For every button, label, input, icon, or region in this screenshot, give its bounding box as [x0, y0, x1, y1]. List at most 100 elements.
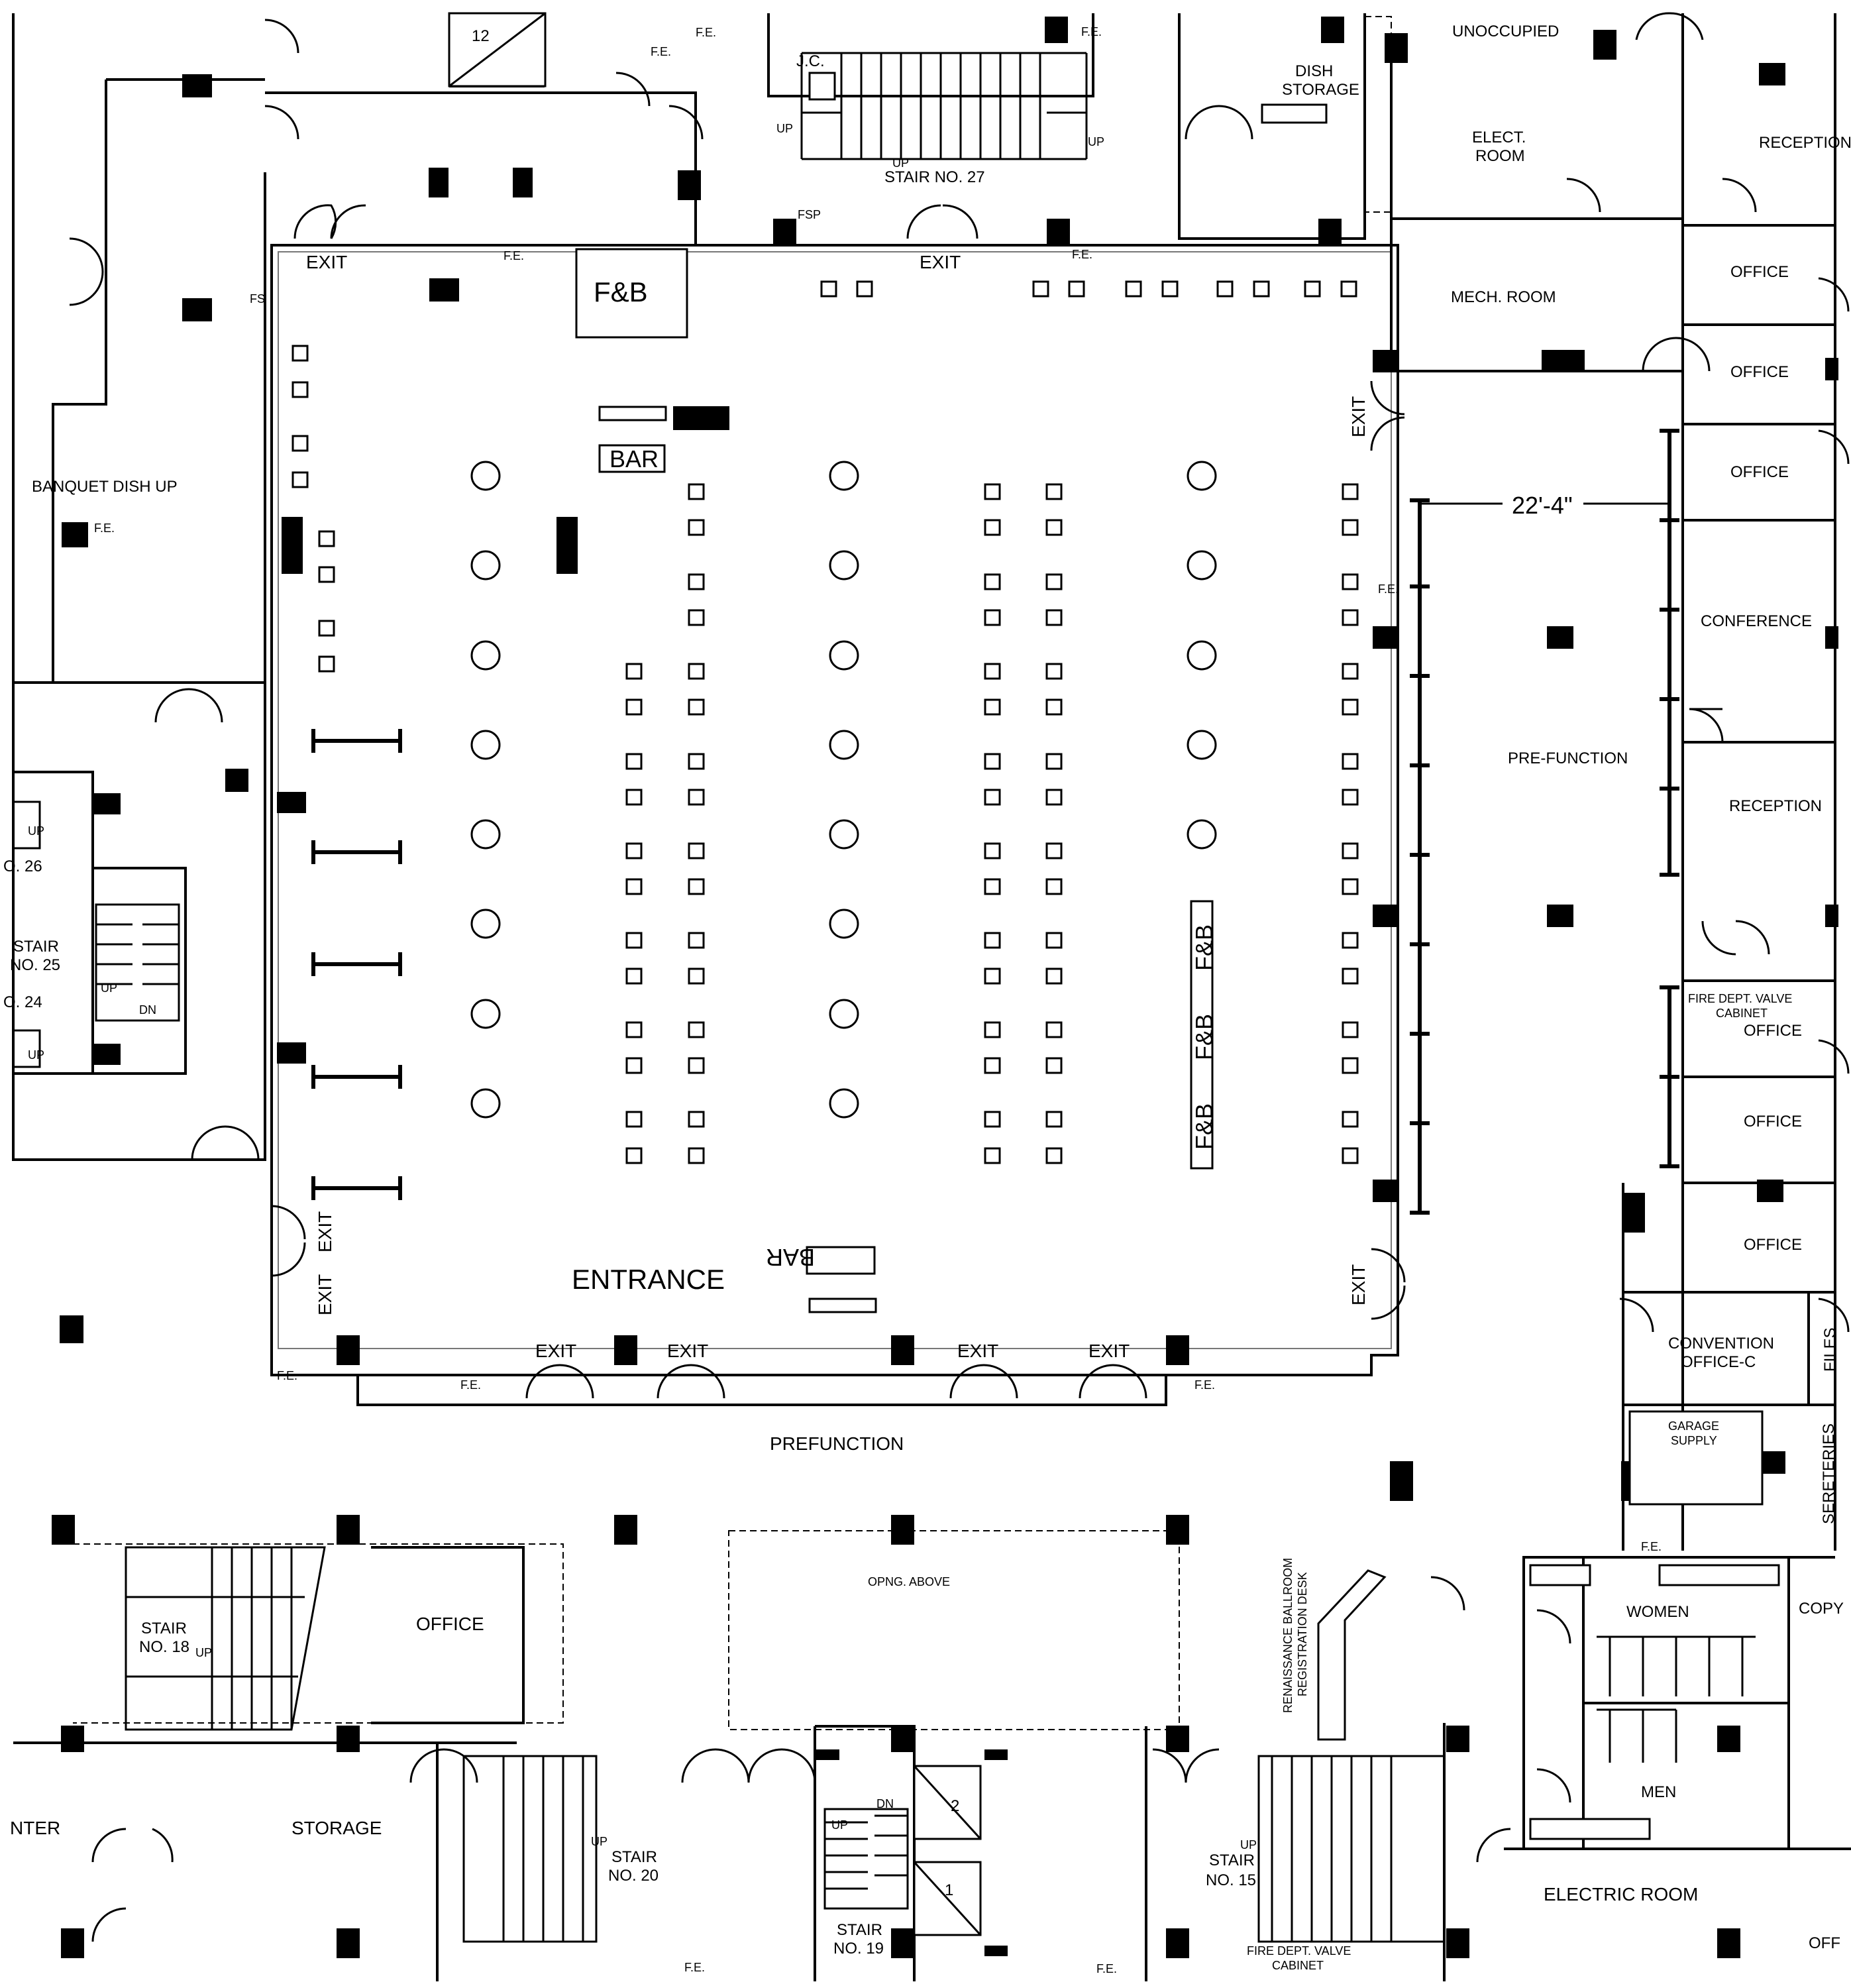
garage-supply-label: SUPPLY — [1671, 1434, 1717, 1447]
office-label: OFFICE — [1744, 1113, 1802, 1131]
pre-function-label: PRE-FUNCTION — [1508, 749, 1628, 767]
registration-desk-label: RENAISSANCE BALLROOM — [1281, 1558, 1295, 1713]
conference-label: CONFERENCE — [1701, 612, 1812, 630]
fs-label: FS — [250, 292, 265, 305]
fb-label: F&B — [594, 276, 648, 307]
fe-label: F.E. — [1072, 248, 1092, 261]
fe-label: F.E. — [1096, 1962, 1117, 1975]
fe-label: F.E. — [684, 1961, 705, 1974]
stair-20-label: STAIR — [611, 1848, 657, 1866]
elect-room-label: ELECT. — [1472, 129, 1526, 146]
bar-label: BAR — [766, 1244, 815, 1271]
dn-label: DN — [876, 1797, 894, 1810]
office-label: OFF — [1809, 1934, 1840, 1952]
stair-19-label: NO. 19 — [833, 1940, 884, 1958]
up-label: UP — [1240, 1838, 1257, 1851]
office-label: OFFICE — [1730, 263, 1789, 281]
exit-label: EXIT — [315, 1274, 335, 1315]
fsp-label: FSP — [798, 208, 821, 221]
fe-label: F.E. — [94, 522, 115, 535]
fb-label: F&B — [1190, 924, 1218, 971]
fire-valve-label: CABINET — [1272, 1959, 1324, 1972]
prefunction-label: PREFUNCTION — [770, 1433, 904, 1454]
stair-18-label: NO. 18 — [139, 1638, 189, 1656]
stair-15-label: STAIR — [1209, 1851, 1255, 1869]
reception-label: RECEPTION — [1729, 797, 1822, 815]
up-label: UP — [28, 824, 44, 838]
room-12-label: 12 — [472, 27, 490, 45]
fire-valve-label: CABINET — [1716, 1007, 1768, 1020]
fe-label: F.E. — [1194, 1378, 1215, 1392]
elect-room-label: ROOM — [1475, 147, 1525, 165]
exit-label: EXIT — [957, 1341, 998, 1361]
stairs — [13, 52, 1756, 1943]
labels: 12 F.E. F.E. F.E. J.C. UP UP UP STAIR NO… — [3, 23, 1851, 1975]
stair-26-label: O. 26 — [3, 857, 42, 875]
stair-24-label: O. 24 — [3, 993, 42, 1011]
women-label: WOMEN — [1626, 1603, 1689, 1621]
exit-label: EXIT — [306, 252, 347, 272]
fb-label: F&B — [1190, 1103, 1218, 1150]
up-label: UP — [101, 981, 117, 995]
office-label: OFFICE — [1730, 463, 1789, 481]
registration-desk-label: REGISTRATION DESK — [1296, 1572, 1309, 1696]
fe-label: F.E. — [277, 1369, 297, 1382]
office-label: OFFICE — [1744, 1236, 1802, 1254]
storage-label: STORAGE — [291, 1818, 382, 1838]
fe-label: F.E. — [1641, 1540, 1662, 1553]
dish-storage-label: STORAGE — [1282, 81, 1359, 99]
fe-label: F.E. — [460, 1378, 481, 1392]
reception-label: RECEPTION — [1759, 134, 1851, 152]
up-label: UP — [776, 122, 793, 135]
stair-25-label: NO. 25 — [10, 956, 60, 974]
electric-room-label: ELECTRIC ROOM — [1544, 1884, 1698, 1905]
door-swings — [69, 12, 1850, 1942]
exit-label: EXIT — [920, 252, 961, 272]
exit-label: EXIT — [1088, 1341, 1130, 1361]
garage-supply-label: GARAGE — [1668, 1419, 1719, 1433]
fe-label: F.E. — [696, 26, 716, 39]
files-label: FILES — [1821, 1327, 1839, 1372]
exit-label: EXIT — [1348, 1264, 1369, 1305]
office-label: OFFICE — [1730, 363, 1789, 381]
fire-valve-label: FIRE DEPT. VALVE — [1247, 1944, 1351, 1958]
structural-columns — [52, 17, 1838, 1958]
up-label: UP — [892, 156, 909, 170]
stair-20-label: NO. 20 — [608, 1867, 659, 1885]
round-table-grid — [470, 461, 1217, 1119]
exit-label: EXIT — [667, 1341, 708, 1361]
unoccupied-label: UNOCCUPIED — [1452, 23, 1559, 40]
men-label: MEN — [1641, 1783, 1676, 1801]
exit-label: EXIT — [535, 1341, 576, 1361]
elevator-1-label: 1 — [945, 1881, 953, 1899]
bar-label: BAR — [609, 445, 659, 472]
up-label: UP — [195, 1646, 212, 1659]
fixtures — [448, 12, 1780, 1936]
copy-label: COPY — [1799, 1600, 1844, 1618]
elevator-2-label: 2 — [951, 1797, 959, 1815]
walls — [12, 13, 1851, 1981]
mech-room-label: MECH. ROOM — [1451, 288, 1556, 306]
up-label: UP — [1088, 135, 1104, 148]
convention-office-label: CONVENTION — [1668, 1335, 1774, 1353]
center-label: NTER — [10, 1818, 60, 1838]
entrance-label: ENTRANCE — [572, 1264, 725, 1295]
exit-label: EXIT — [315, 1211, 335, 1252]
office-label: OFFICE — [416, 1614, 484, 1634]
fe-label: F.E. — [651, 45, 671, 58]
stair-15-label: NO. 15 — [1206, 1871, 1256, 1889]
fe-label: F.E. — [503, 249, 524, 262]
up-label: UP — [591, 1835, 608, 1848]
office-label: OFFICE — [1744, 1022, 1802, 1040]
stanchion-bars — [311, 429, 1679, 1215]
dimension-label: 22'-4" — [1512, 492, 1573, 519]
dn-label: DN — [139, 1003, 156, 1017]
fb-label: F&B — [1190, 1014, 1218, 1060]
stair-27-label: STAIR NO. 27 — [884, 168, 985, 186]
jc-label: J.C. — [796, 52, 825, 70]
stair-18-label: STAIR — [141, 1620, 187, 1637]
dish-storage-label: DISH — [1295, 62, 1333, 80]
seretaries-label: SERETERIES — [1820, 1423, 1838, 1524]
banquet-dish-up-label: BANQUET DISH UP — [32, 478, 178, 496]
